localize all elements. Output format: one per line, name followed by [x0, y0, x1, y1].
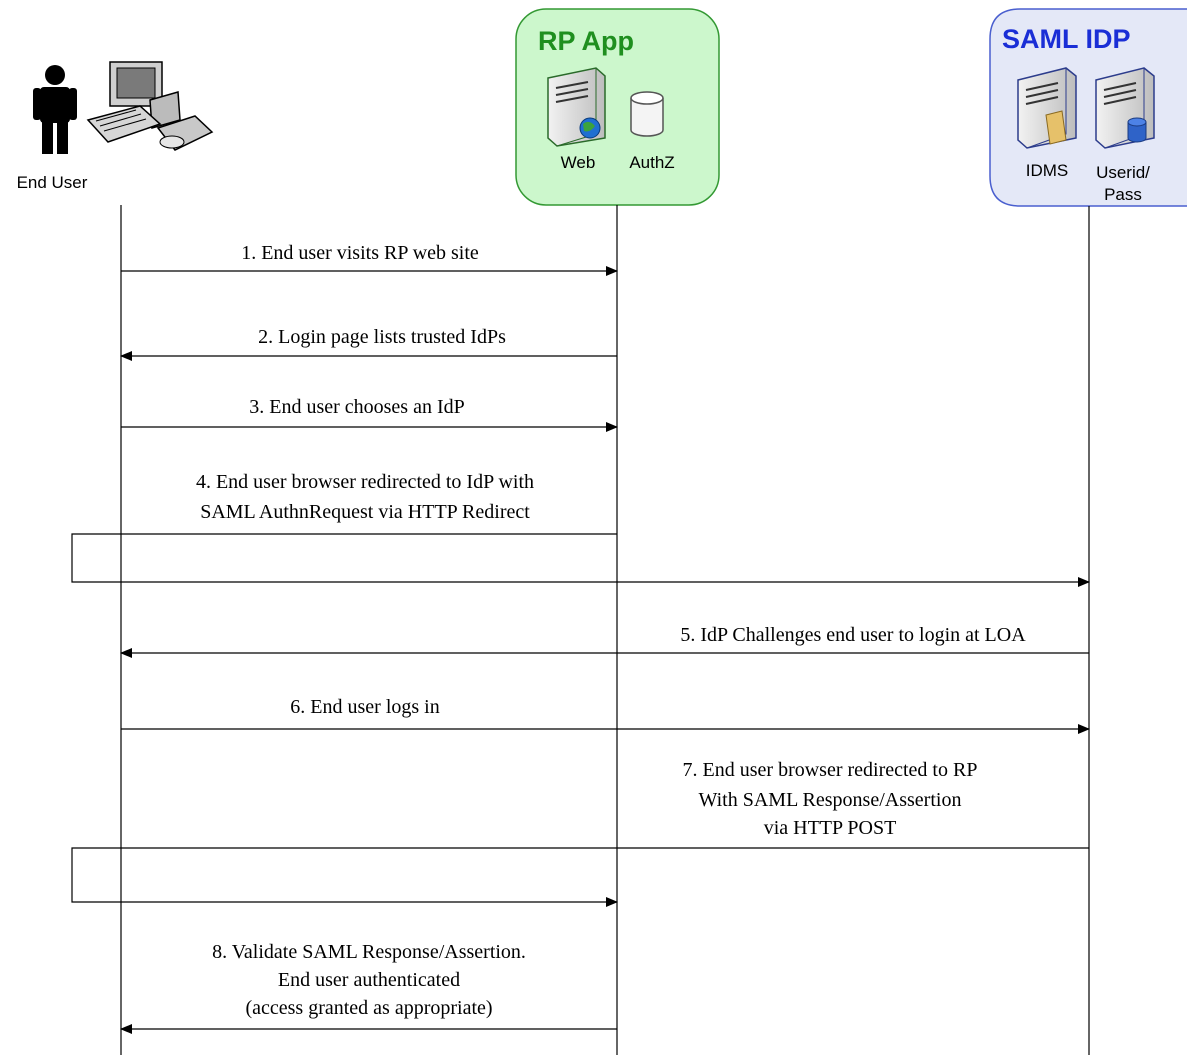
- message-8-text-line-1: 8. Validate SAML Response/Assertion.: [212, 941, 526, 963]
- web-server-icon: [547, 67, 606, 147]
- message-4-text-line-1: 4. End user browser redirected to IdP wi…: [196, 471, 534, 493]
- message-8-text-line-3: (access granted as appropriate): [245, 997, 492, 1019]
- end-user-actor: End User: [17, 61, 214, 192]
- message-7-text-line-1: 7. End user browser redirected to RP: [683, 759, 978, 781]
- end-user-label: End User: [17, 173, 88, 192]
- idms-server-icon: [1017, 67, 1077, 149]
- message-1-text: 1. End user visits RP web site: [241, 242, 479, 264]
- message-7-text-line-3: via HTTP POST: [764, 817, 897, 839]
- saml-idp-title: SAML IDP: [1002, 24, 1131, 54]
- authz-label: AuthZ: [629, 153, 674, 172]
- message-7-arrow: [71, 847, 1089, 907]
- message-5-text: 5. IdP Challenges end user to login at L…: [680, 624, 1026, 646]
- computer-icon: [86, 61, 214, 151]
- message-2-text: 2. Login page lists trusted IdPs: [258, 326, 506, 348]
- userid-label: Userid/: [1096, 163, 1150, 182]
- message-4-arrow: [71, 533, 1090, 587]
- message-8-text-line-2: End user authenticated: [278, 969, 460, 991]
- message-3-text: 3. End user chooses an IdP: [249, 396, 465, 418]
- saml-idp-actor: SAML IDP IDMS Userid/ Pass: [989, 8, 1187, 207]
- message-3: 3. End user chooses an IdP: [121, 396, 618, 432]
- authz-database-icon: [630, 91, 664, 137]
- rp-app-title: RP App: [538, 26, 634, 56]
- message-6-text: 6. End user logs in: [290, 696, 439, 718]
- person-icon: [33, 65, 77, 154]
- idms-label: IDMS: [1026, 161, 1069, 180]
- message-2: 2. Login page lists trusted IdPs: [120, 326, 617, 361]
- message-7: 7. End user browser redirected to RP Wit…: [71, 759, 1089, 907]
- web-label: Web: [561, 153, 596, 172]
- message-4-text-line-2: SAML AuthnRequest via HTTP Redirect: [200, 501, 530, 523]
- pass-label: Pass: [1104, 185, 1142, 204]
- message-1: 1. End user visits RP web site: [121, 242, 618, 276]
- message-8: 8. Validate SAML Response/Assertion. End…: [120, 941, 617, 1034]
- message-5: 5. IdP Challenges end user to login at L…: [120, 624, 1089, 658]
- message-4: 4. End user browser redirected to IdP wi…: [71, 471, 1090, 587]
- rp-app-actor: RP App Web AuthZ: [515, 8, 720, 206]
- message-6: 6. End user logs in: [121, 696, 1090, 734]
- userid-pass-server-icon: [1095, 67, 1155, 149]
- message-7-text-line-2: With SAML Response/Assertion: [699, 789, 962, 811]
